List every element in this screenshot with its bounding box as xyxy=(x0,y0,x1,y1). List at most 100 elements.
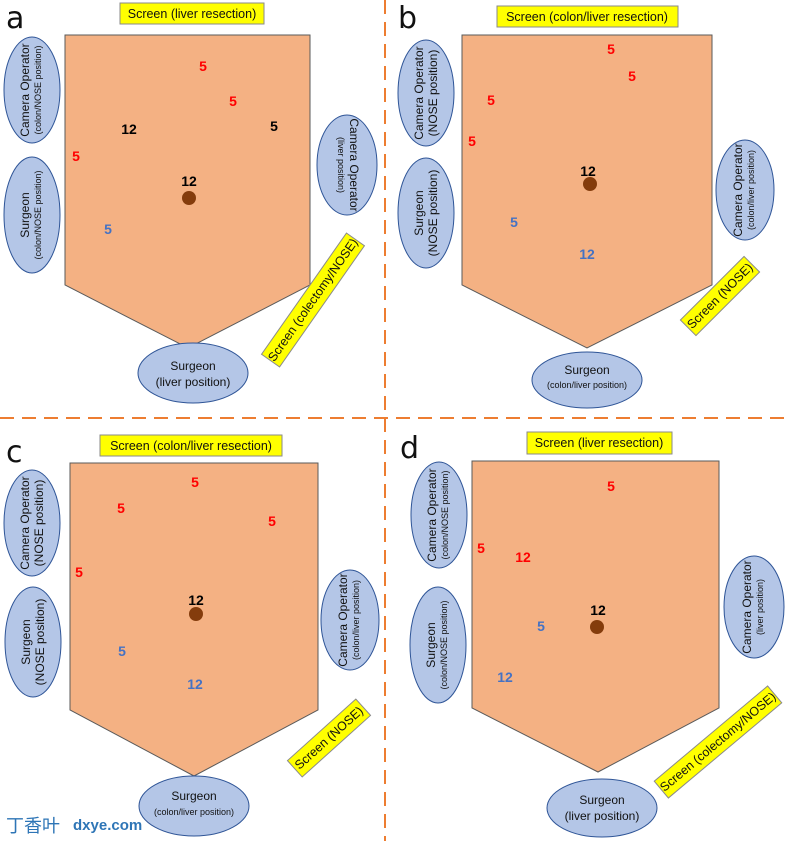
screen-top-box xyxy=(119,2,265,25)
surgeon-bottom-title: Surgeon xyxy=(170,359,215,373)
camera-operator-right-title: Camera Operator xyxy=(740,560,754,653)
port-label: 5 xyxy=(607,41,615,57)
screen-top-label: Screen (colon/liver resection) xyxy=(506,10,668,24)
camera-operator-left xyxy=(3,469,61,577)
port-label: 5 xyxy=(75,564,83,580)
camera-operator-right-title: Camera Operator xyxy=(336,573,350,666)
port-label: 5 xyxy=(468,133,476,149)
camera-operator-right-position: (liver position) xyxy=(755,579,765,635)
surgeon-bottom-position: (colon/liver position) xyxy=(154,807,234,817)
camera-operator-right xyxy=(320,569,380,671)
screen-side-box xyxy=(286,698,372,778)
watermark-text: dxye.com xyxy=(73,817,142,834)
port-label: 5 xyxy=(537,618,545,634)
port-label: 12 xyxy=(188,592,204,608)
screen-side-box xyxy=(653,685,783,799)
camera-operator-left-title: Camera Operator xyxy=(412,46,426,139)
port-label: 5 xyxy=(72,148,80,164)
camera-operator-right xyxy=(723,555,785,659)
panel-c-letter: c xyxy=(6,435,23,470)
surgeon-bottom xyxy=(138,775,250,837)
surgeon-left xyxy=(4,586,62,698)
surgeon-bottom-position: (colon/liver position) xyxy=(547,380,627,390)
screen-top-label: Screen (colon/liver resection) xyxy=(110,439,272,453)
camera-operator-right-title: Camera Operator xyxy=(347,118,361,211)
port-label: 5 xyxy=(104,221,112,237)
surgeon-left-title: Surgeon xyxy=(412,190,426,235)
port-label: 5 xyxy=(268,513,276,529)
camera-operator-right xyxy=(316,114,378,216)
panel-a-letter: a xyxy=(6,1,24,36)
surgeon-bottom-title: Surgeon xyxy=(579,793,624,807)
port-label: 5 xyxy=(191,474,199,490)
port-label: 5 xyxy=(117,500,125,516)
panel-c: c Screen (colon/liver resection) Camera … xyxy=(3,434,380,837)
surgeon-left xyxy=(397,157,455,269)
camera-operator-right-position: (colon/liver position) xyxy=(351,580,361,660)
port-label: 12 xyxy=(515,549,531,565)
umbilicus-marker xyxy=(189,607,203,621)
port-label: 5 xyxy=(118,643,126,659)
camera-operator-left-position: (colon/NOSE position) xyxy=(440,470,450,559)
camera-operator-left-title: Camera Operator xyxy=(425,468,439,561)
camera-operator-right-position: (liver position) xyxy=(336,137,346,193)
port-label: 12 xyxy=(580,163,596,179)
screen-top-label: Screen (liver resection) xyxy=(535,436,664,450)
port-label: 5 xyxy=(510,214,518,230)
surgeon-left-title: Surgeon xyxy=(18,192,32,237)
watermark: 丁香叶 dxye.com xyxy=(6,816,142,837)
port-label: 5 xyxy=(199,58,207,74)
surgeon-bottom xyxy=(546,778,658,838)
camera-operator-left-position: (colon/NOSE position) xyxy=(33,45,43,134)
screen-side-box xyxy=(679,255,761,337)
screen-top-label: Screen (liver resection) xyxy=(128,7,257,21)
screen-top-box xyxy=(99,434,283,457)
port-label: 12 xyxy=(187,676,203,692)
surgeon-left-title: Surgeon xyxy=(19,619,33,664)
camera-operator-left-title: Camera Operator xyxy=(18,476,32,569)
panel-a: a Screen (liver resection) Camera Operat… xyxy=(3,1,378,404)
camera-operator-left-title: Camera Operator xyxy=(18,43,32,136)
surgeon-bottom xyxy=(531,351,643,409)
port-label: 5 xyxy=(628,68,636,84)
camera-operator-right xyxy=(715,139,775,241)
port-label: 5 xyxy=(229,93,237,109)
port-label: 12 xyxy=(590,602,606,618)
screen-side-box xyxy=(260,232,366,368)
camera-operator-right-title: Camera Operator xyxy=(731,143,745,236)
panel-b-letter: b xyxy=(398,1,417,36)
umbilicus-marker xyxy=(583,177,597,191)
camera-operator-right-position: (colon/liver position) xyxy=(746,150,756,230)
surgeon-left-position: (NOSE position) xyxy=(426,170,440,257)
port-label: 12 xyxy=(579,246,595,262)
port-label: 5 xyxy=(270,118,278,134)
surgeon-bottom-title: Surgeon xyxy=(171,789,216,803)
screen-top-box xyxy=(526,431,673,455)
port-label: 5 xyxy=(607,478,615,494)
abdomen-outline xyxy=(471,460,720,773)
port-label: 12 xyxy=(121,121,137,137)
camera-operator-left-position: (NOSE position) xyxy=(426,50,440,137)
surgeon-left-title: Surgeon xyxy=(424,622,438,667)
umbilicus-marker xyxy=(590,620,604,634)
watermark-logo: 丁香叶 xyxy=(6,816,60,837)
port-label: 12 xyxy=(497,669,513,685)
surgeon-bottom-position: (liver position) xyxy=(156,375,231,389)
port-label: 5 xyxy=(487,92,495,108)
umbilicus-marker xyxy=(182,191,196,205)
camera-operator-left xyxy=(3,36,61,144)
camera-operator-left xyxy=(410,461,468,569)
panel-d: d Screen (liver resection) Camera Operat… xyxy=(400,431,785,838)
panel-d-letter: d xyxy=(400,431,419,466)
screen-top-box xyxy=(496,5,679,28)
surgeon-left-position: (colon/NOSE position) xyxy=(33,170,43,259)
port-label: 12 xyxy=(181,173,197,189)
surgeon-bottom xyxy=(137,342,249,404)
surgeon-left xyxy=(3,156,61,274)
surgeon-left xyxy=(409,586,467,704)
camera-operator-left xyxy=(397,39,455,147)
surgeon-bottom-position: (liver position) xyxy=(565,809,640,823)
surgeon-left-position: (colon/NOSE position) xyxy=(439,600,449,689)
surgeon-left-position: (NOSE position) xyxy=(33,599,47,686)
camera-operator-left-position: (NOSE position) xyxy=(32,480,46,567)
